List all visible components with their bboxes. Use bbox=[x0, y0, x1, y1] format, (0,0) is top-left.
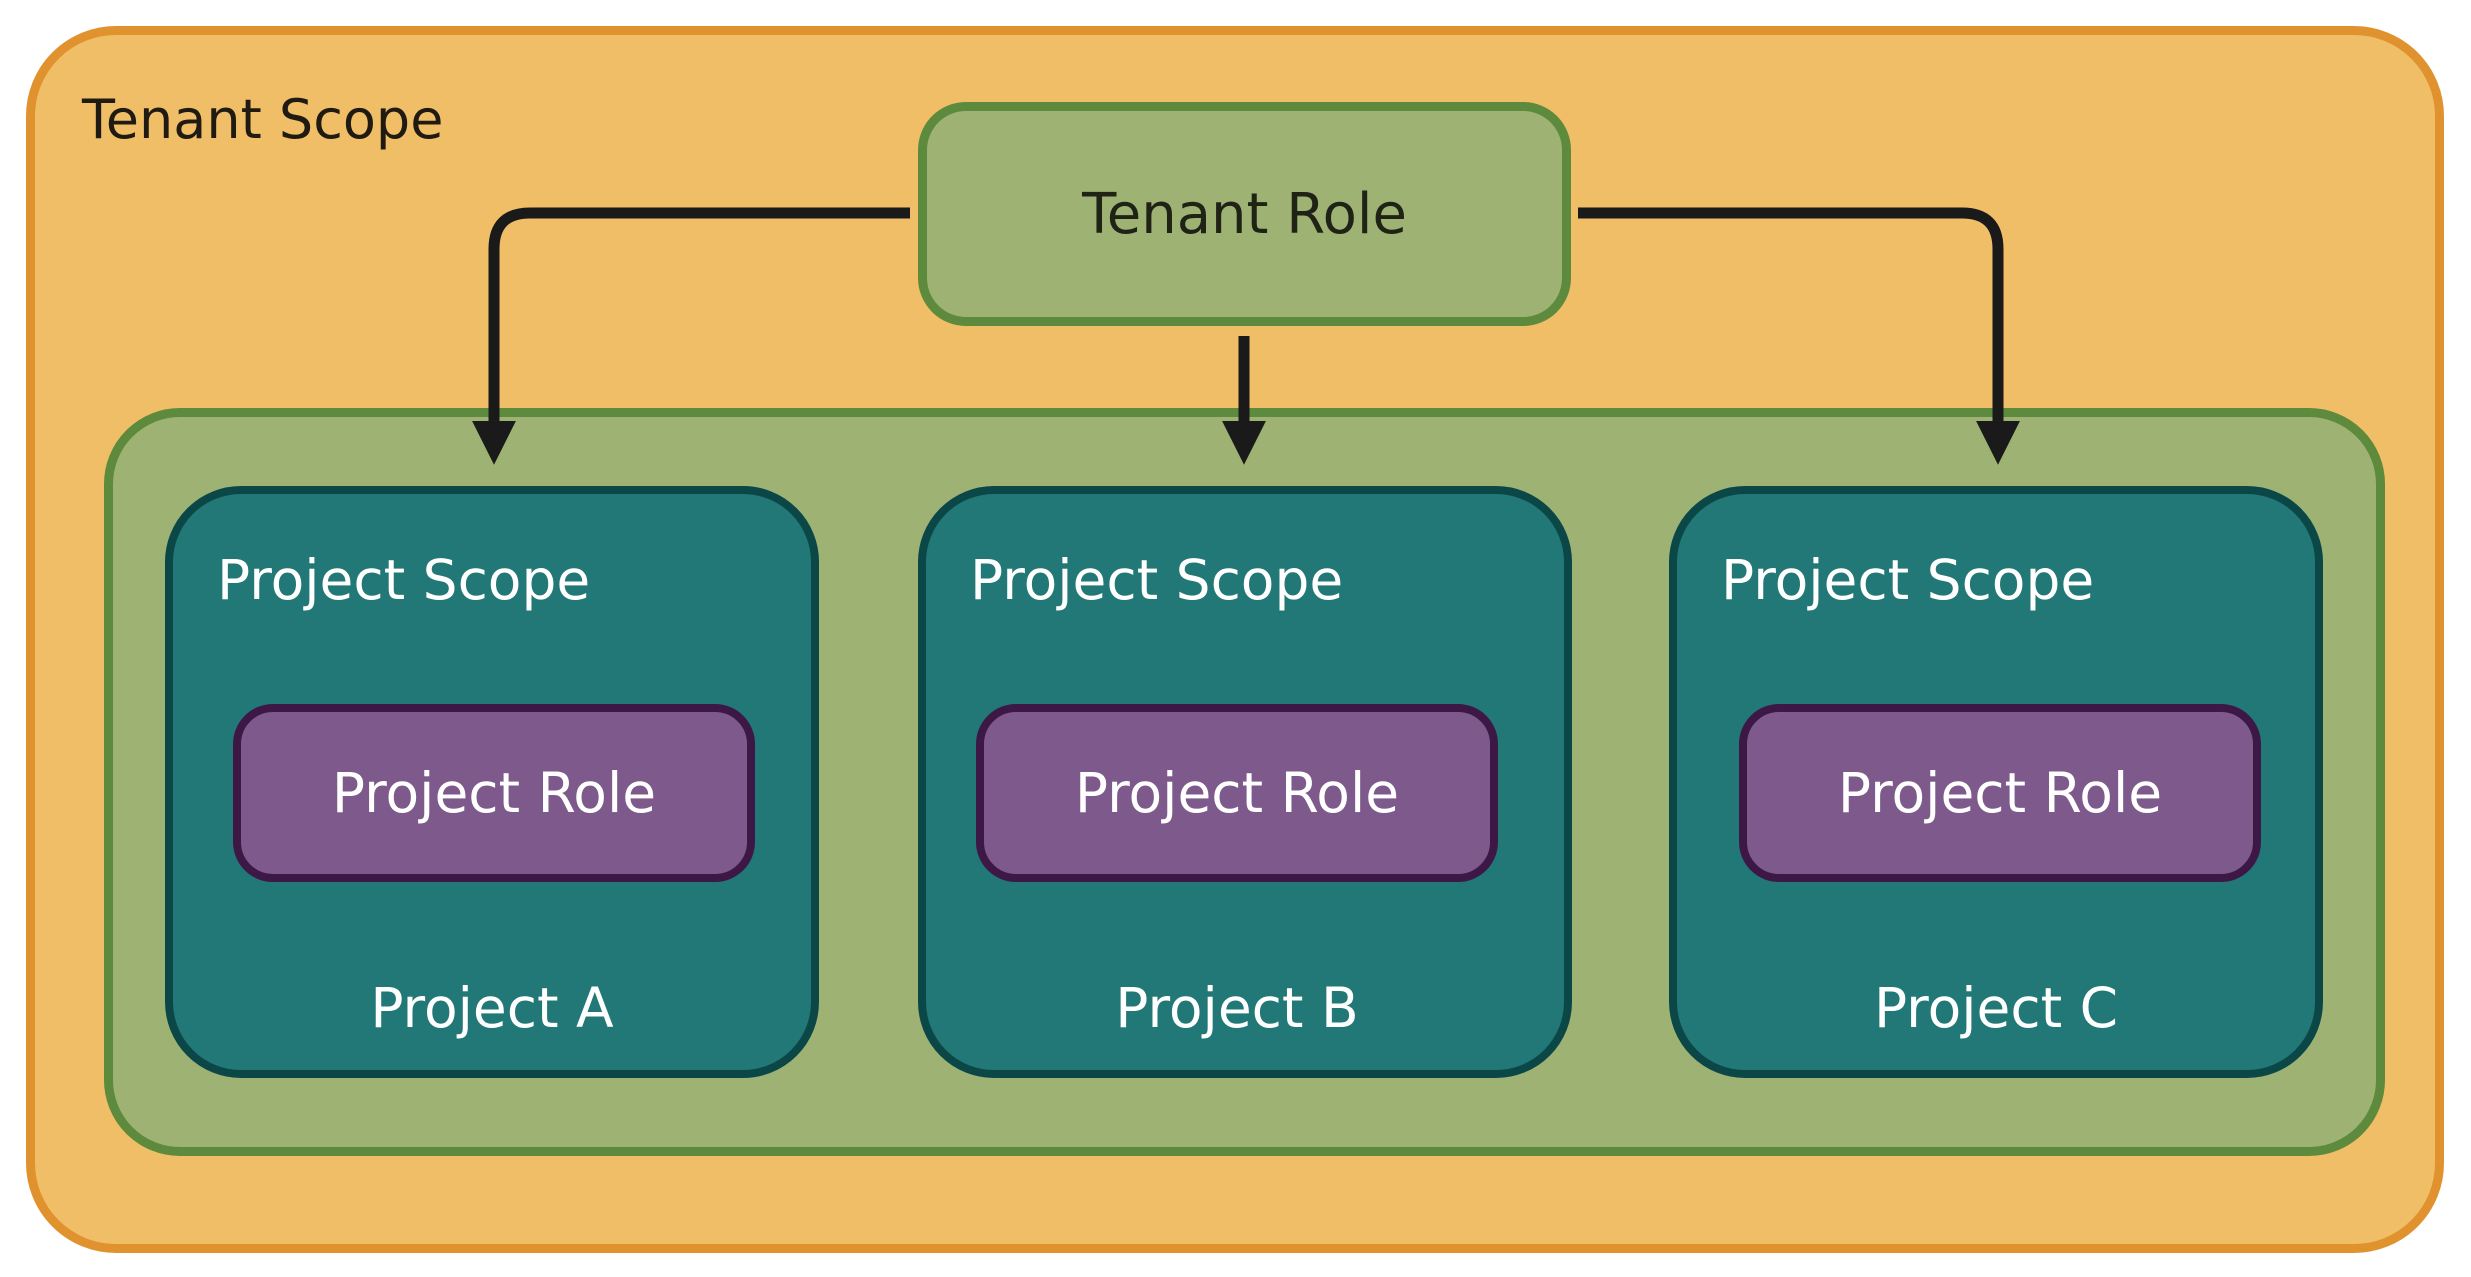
project-scope-c: Project Scope Project Role Project C bbox=[1669, 486, 2323, 1078]
project-role-label: Project Role bbox=[1837, 761, 2163, 825]
project-role-node: Project Role bbox=[1739, 704, 2261, 882]
project-scope-label: Project Scope bbox=[970, 548, 1344, 612]
tenant-role-node: Tenant Role bbox=[918, 102, 1571, 326]
project-role-label: Project Role bbox=[1074, 761, 1400, 825]
project-scope-label: Project Scope bbox=[1721, 548, 2095, 612]
project-scope-a: Project Scope Project Role Project A bbox=[165, 486, 819, 1078]
project-scope-b: Project Scope Project Role Project B bbox=[918, 486, 1572, 1078]
tenant-scope-label: Tenant Scope bbox=[82, 88, 444, 151]
project-scope-label: Project Scope bbox=[217, 548, 591, 612]
project-name: Project C bbox=[1873, 976, 2119, 1040]
tenant-role-label: Tenant Role bbox=[1082, 181, 1407, 247]
project-role-label: Project Role bbox=[331, 761, 657, 825]
project-role-node: Project Role bbox=[233, 704, 755, 882]
project-name: Project A bbox=[370, 976, 614, 1040]
project-role-node: Project Role bbox=[976, 704, 1498, 882]
project-name: Project B bbox=[1115, 976, 1359, 1040]
